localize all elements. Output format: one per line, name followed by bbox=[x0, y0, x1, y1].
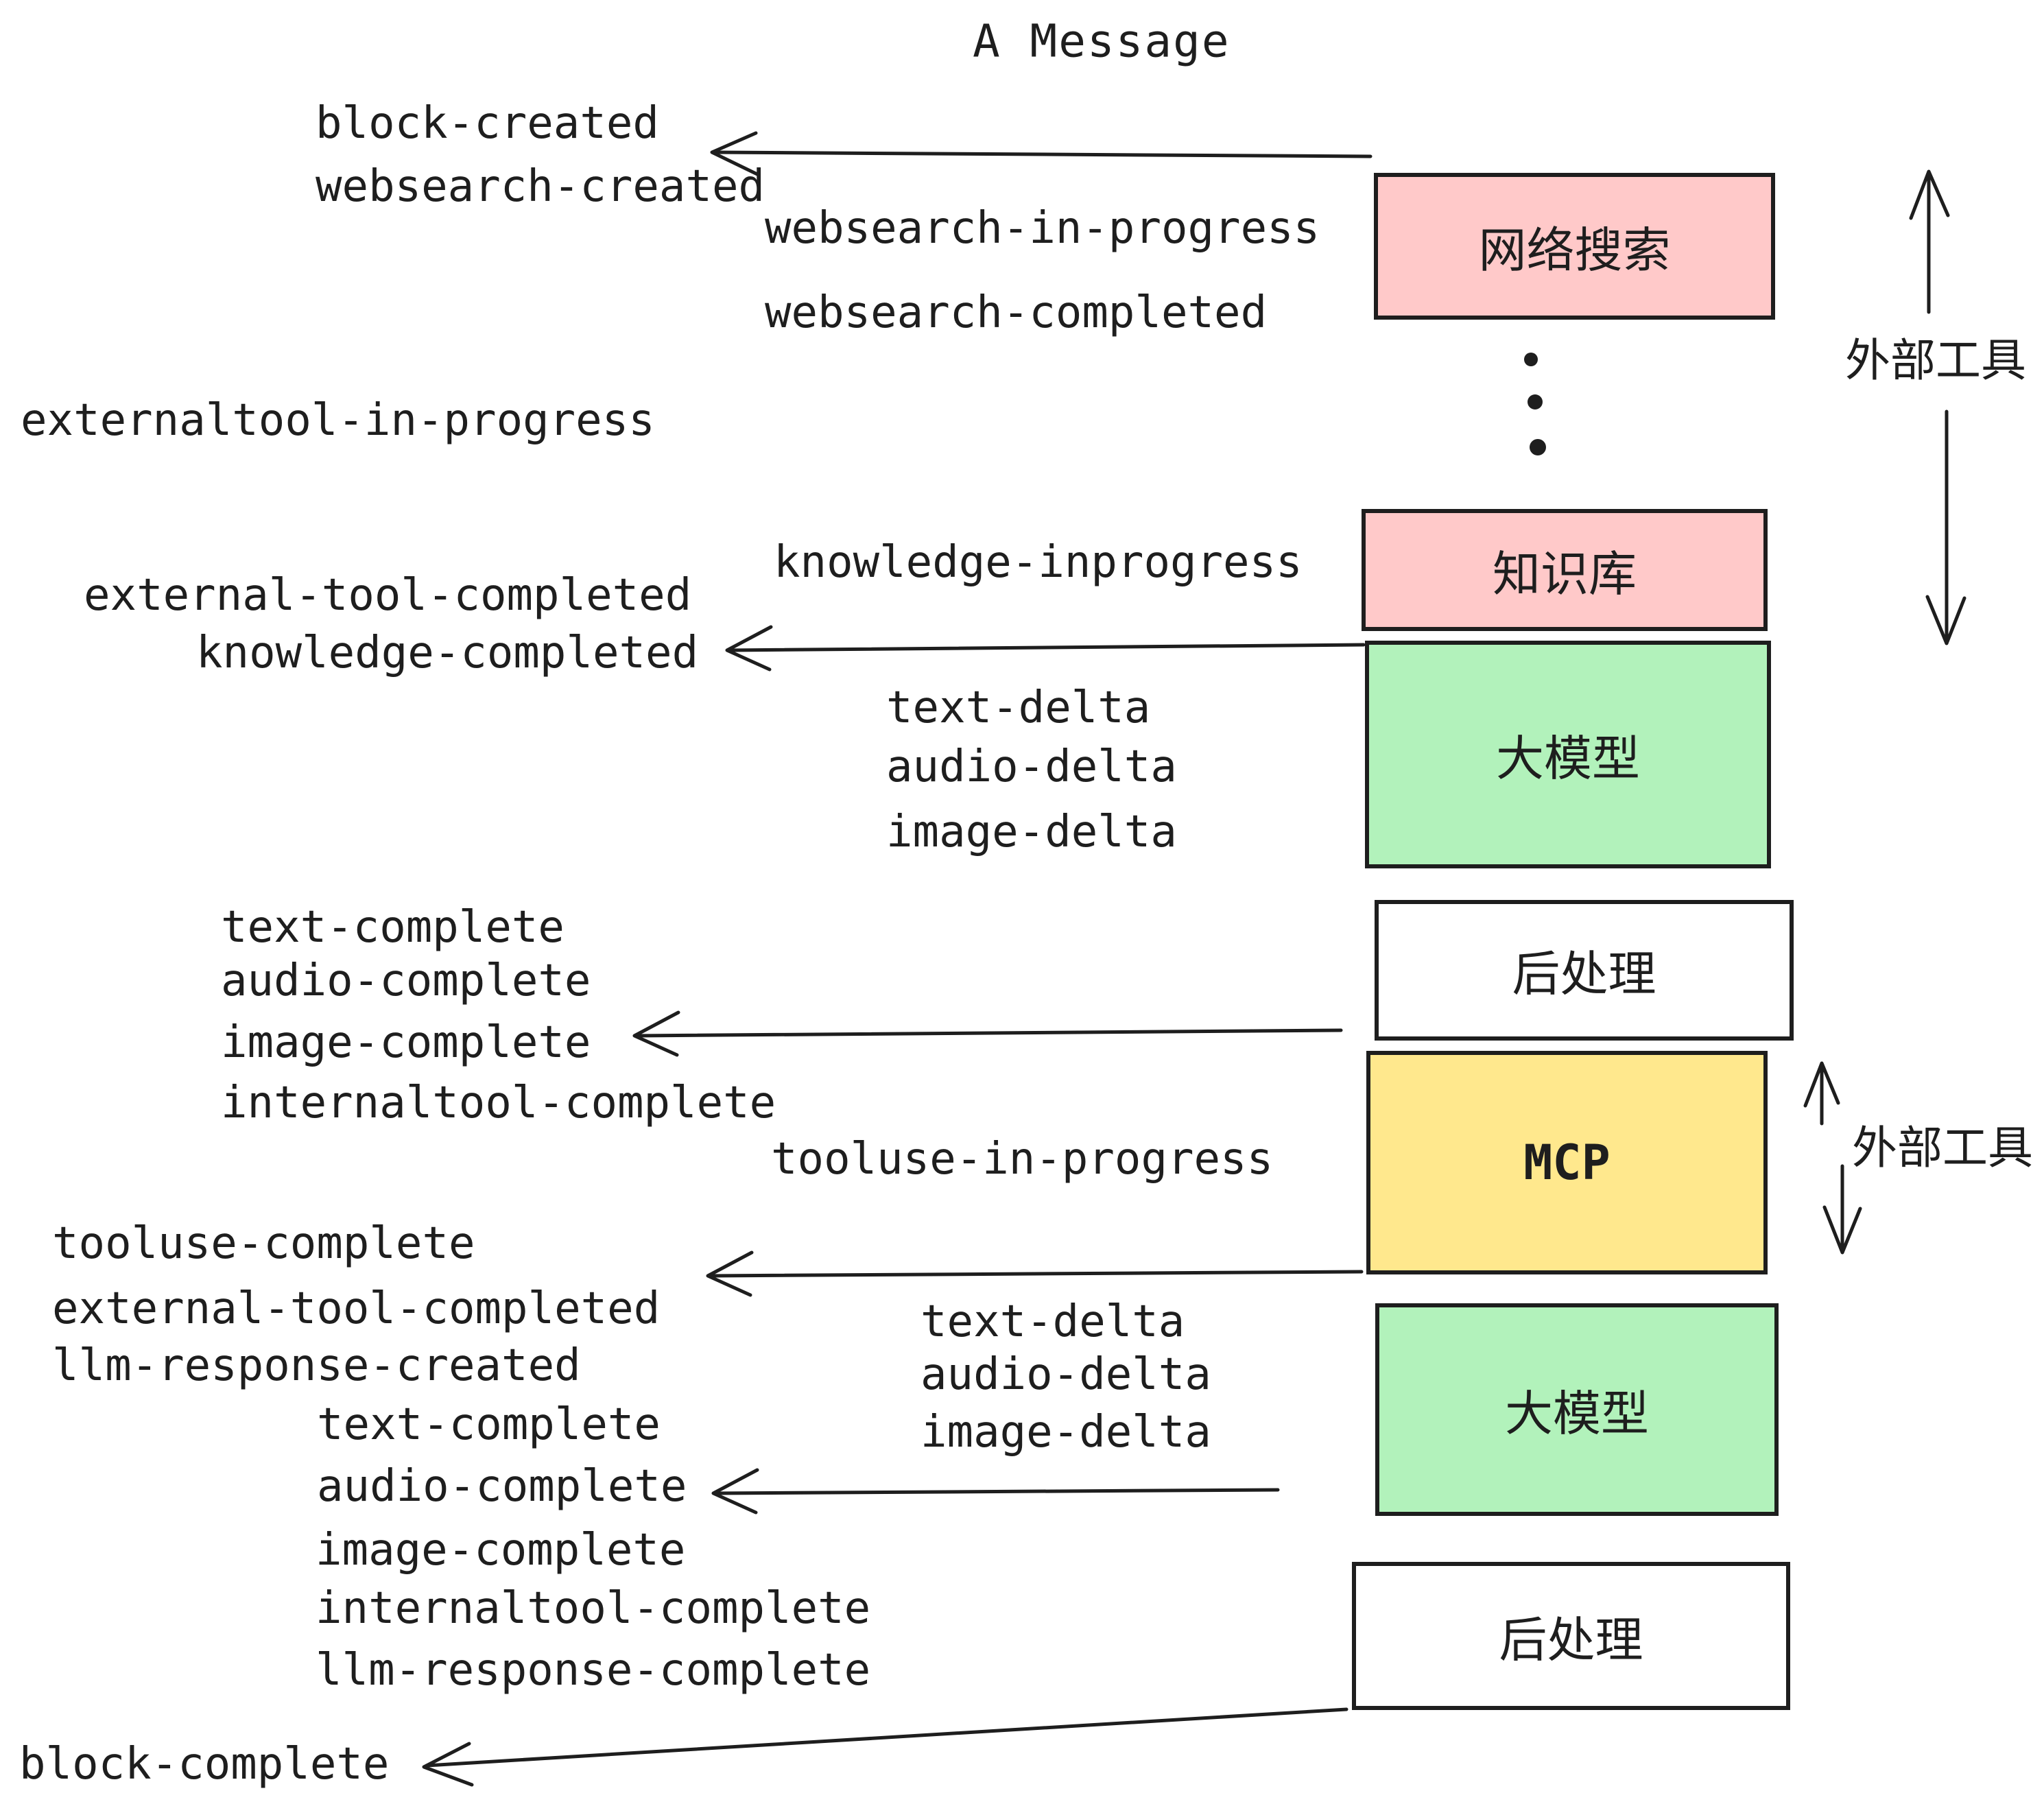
node-knowledge: 知识库 bbox=[1362, 509, 1768, 631]
event-websearch-in-progress: websearch-in-progress bbox=[765, 203, 1320, 254]
ellipsis-dots bbox=[1524, 353, 1546, 455]
event-external-tool-completed-2: external-tool-completed bbox=[52, 1283, 661, 1334]
external-tools-up-arrow-1 bbox=[1909, 169, 1950, 314]
diagram-title: A Message bbox=[973, 14, 1231, 68]
node-llm-1: 大模型 bbox=[1365, 641, 1771, 868]
node-llm-2-label: 大模型 bbox=[1505, 1385, 1649, 1442]
arrow-to-knowledge-completed bbox=[725, 625, 1366, 672]
arrow-to-image-complete bbox=[632, 1010, 1343, 1057]
arrow-to-block-complete bbox=[422, 1707, 1348, 1787]
event-block-created: block-created bbox=[316, 98, 659, 149]
event-audio-complete-1: audio-complete bbox=[221, 956, 591, 1006]
arrow-to-audio-complete bbox=[711, 1468, 1280, 1515]
event-internaltool-complete-1: internaltool-complete bbox=[221, 1078, 776, 1128]
event-text-complete-2: text-complete bbox=[317, 1399, 661, 1450]
node-websearch-label: 网络搜索 bbox=[1478, 222, 1671, 278]
node-llm-2: 大模型 bbox=[1375, 1303, 1779, 1516]
external-tools-down-arrow-2 bbox=[1822, 1164, 1862, 1255]
event-knowledge-completed: knowledge-completed bbox=[196, 628, 699, 678]
event-text-delta-1: text-delta bbox=[886, 683, 1151, 733]
node-mcp-label: MCP bbox=[1523, 1135, 1611, 1191]
event-tooluse-in-progress: tooluse-in-progress bbox=[771, 1134, 1274, 1185]
event-websearch-created: websearch-created bbox=[316, 161, 765, 212]
event-text-delta-2: text-delta bbox=[920, 1296, 1185, 1347]
node-postprocess-1: 后处理 bbox=[1375, 900, 1794, 1041]
arrow-to-block-created bbox=[710, 131, 1372, 176]
node-postprocess-2: 后处理 bbox=[1352, 1562, 1790, 1710]
node-mcp: MCP bbox=[1366, 1051, 1768, 1274]
event-externaltool-in-progress: externaltool-in-progress bbox=[21, 395, 655, 446]
event-image-delta-1: image-delta bbox=[886, 807, 1177, 857]
external-tools-up-arrow-2 bbox=[1803, 1061, 1840, 1126]
event-image-complete-2: image-complete bbox=[316, 1525, 686, 1576]
event-websearch-completed: websearch-completed bbox=[765, 287, 1268, 338]
event-llm-response-complete: llm-response-complete bbox=[316, 1645, 871, 1696]
event-audio-delta-2: audio-delta bbox=[920, 1349, 1211, 1400]
external-tools-label-2: 外部工具 bbox=[1852, 1121, 2033, 1174]
event-image-complete-1: image-complete bbox=[221, 1017, 591, 1068]
event-tooluse-complete: tooluse-complete bbox=[52, 1218, 475, 1269]
event-audio-delta-1: audio-delta bbox=[886, 741, 1177, 792]
node-postprocess-2-label: 后处理 bbox=[1499, 1611, 1643, 1668]
event-image-delta-2: image-delta bbox=[920, 1407, 1211, 1458]
event-internaltool-complete-2: internaltool-complete bbox=[316, 1583, 871, 1634]
node-knowledge-label: 知识库 bbox=[1493, 545, 1637, 602]
event-block-complete: block-complete bbox=[19, 1739, 390, 1790]
external-tools-label-1: 外部工具 bbox=[1845, 334, 2026, 387]
arrow-to-tooluse-complete bbox=[706, 1250, 1364, 1297]
external-tools-down-arrow-1 bbox=[1925, 410, 1966, 645]
event-text-complete-1: text-complete bbox=[221, 902, 565, 953]
node-postprocess-1-label: 后处理 bbox=[1512, 946, 1656, 1002]
event-external-tool-completed-1: external-tool-completed bbox=[84, 570, 692, 621]
event-audio-complete-2: audio-complete bbox=[317, 1461, 687, 1512]
event-knowledge-inprogress: knowledge-inprogress bbox=[774, 537, 1303, 588]
node-websearch: 网络搜索 bbox=[1374, 173, 1775, 320]
event-llm-response-created: llm-response-created bbox=[52, 1340, 581, 1391]
node-llm-1-label: 大模型 bbox=[1496, 730, 1640, 787]
